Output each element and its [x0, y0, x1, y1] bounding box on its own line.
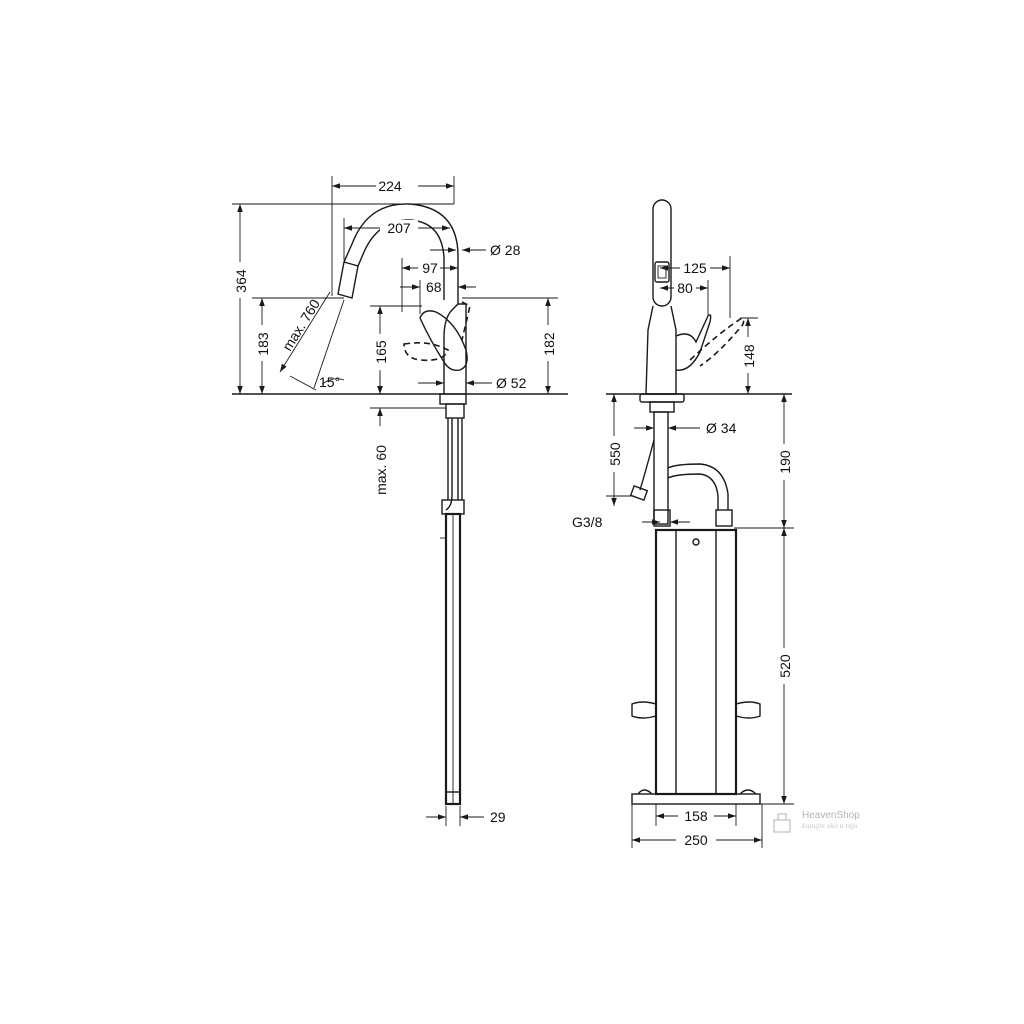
dim-outer-width: 250 [684, 832, 708, 848]
dim-height-total: 364 [233, 269, 249, 293]
dim-lever-height-front: 148 [741, 344, 757, 368]
spout-front [652, 199, 672, 307]
dim-label-bg [674, 281, 696, 295]
dim-connection: G3/8 [572, 514, 603, 530]
dim-label-bg [380, 220, 418, 236]
dim-deck-thickness: max. 60 [373, 445, 389, 495]
dim-label-bg [230, 262, 250, 298]
side-view: 224 207 Ø 28 97 68 364 183 max [230, 176, 568, 826]
spray-button [654, 261, 670, 283]
dim-spout-height: 183 [255, 332, 271, 356]
shop-logo-icon [773, 813, 791, 833]
lever-handle [419, 310, 468, 372]
dim-label-bg [253, 325, 271, 361]
watermark-subtitle: kupujte ako u raju [802, 823, 858, 830]
dim-label-bg [775, 648, 793, 684]
dim-label-bg [605, 436, 623, 472]
dim-outlet-height: 182 [541, 332, 557, 356]
dim-connection-height: 190 [777, 450, 793, 474]
lever-front-alt [689, 316, 745, 367]
dim-lever-reach-min: 80 [677, 280, 693, 296]
shank-front [653, 411, 669, 525]
dim-label-bg [739, 337, 757, 373]
mount-nut [649, 401, 675, 413]
dim-spout-reach: 207 [387, 220, 411, 236]
dim-pipe-width: 29 [490, 809, 506, 825]
hose-connector-side [441, 499, 465, 515]
hose-connector-center [653, 509, 671, 527]
dim-lever-offset-min: 68 [426, 279, 442, 295]
body-front [645, 305, 677, 395]
supply-hose-right [667, 463, 729, 510]
dim-760-line [279, 291, 331, 373]
pullout-ray [313, 299, 345, 389]
dim-hose-length: 550 [607, 442, 623, 466]
pipe-end-cap [445, 791, 461, 805]
supply-hoses-side [445, 418, 463, 511]
front-view: 125 80 148 550 Ø 34 G3/8 190 520 [572, 199, 794, 848]
dim-lever-height: 165 [373, 340, 389, 364]
angle-arc [321, 378, 345, 385]
base-foot [631, 793, 761, 805]
lever-front [675, 314, 712, 371]
clip-right [735, 701, 761, 719]
base-plate [439, 393, 467, 405]
dim-label-bg [775, 444, 793, 480]
clip-left [631, 701, 657, 719]
counterweight-housing [654, 528, 738, 796]
foot-bracket-left [637, 789, 653, 795]
watermark-title: HeavenShop [802, 810, 860, 821]
spray-head [337, 261, 359, 299]
dim-shank-diameter: Ø 34 [706, 420, 737, 436]
shank-top [445, 403, 465, 419]
supply-hose-left [639, 439, 655, 491]
dim-pullout-length: max. 760 [279, 296, 323, 353]
watermark: HeavenShop kupujte ako u raju [773, 810, 860, 833]
base-plate-front [639, 393, 685, 403]
foot-bracket-right [739, 789, 757, 795]
hose-connector-right [715, 509, 733, 527]
dim-angle: 15° [319, 374, 340, 390]
pullout-ray-end [289, 375, 317, 391]
dim-lever-offset: 97 [422, 260, 438, 276]
dim-label-bg [418, 261, 440, 275]
supply-hose-right-inner [667, 473, 719, 510]
dim-lever-reach: 125 [683, 260, 707, 276]
dim-width-total: 224 [378, 178, 402, 194]
dim-label-bg [539, 325, 557, 361]
dim-label-bg [371, 334, 389, 370]
dim-label-bg [680, 261, 710, 275]
dim-label-bg [676, 832, 716, 848]
dim-label-bg [678, 808, 714, 824]
faucet-body-side [443, 303, 467, 394]
dim-hose-diameter: Ø 28 [490, 242, 521, 258]
lever-alt-position-up [461, 301, 471, 341]
housing-screw [692, 538, 700, 546]
dim-weight-height: 520 [777, 654, 793, 678]
dim-inner-width: 158 [684, 808, 708, 824]
lever-alt-position [403, 342, 449, 362]
hose-end-left [629, 485, 649, 501]
dim-base-diameter: Ø 52 [496, 375, 527, 391]
dim-label-bg [376, 178, 418, 194]
